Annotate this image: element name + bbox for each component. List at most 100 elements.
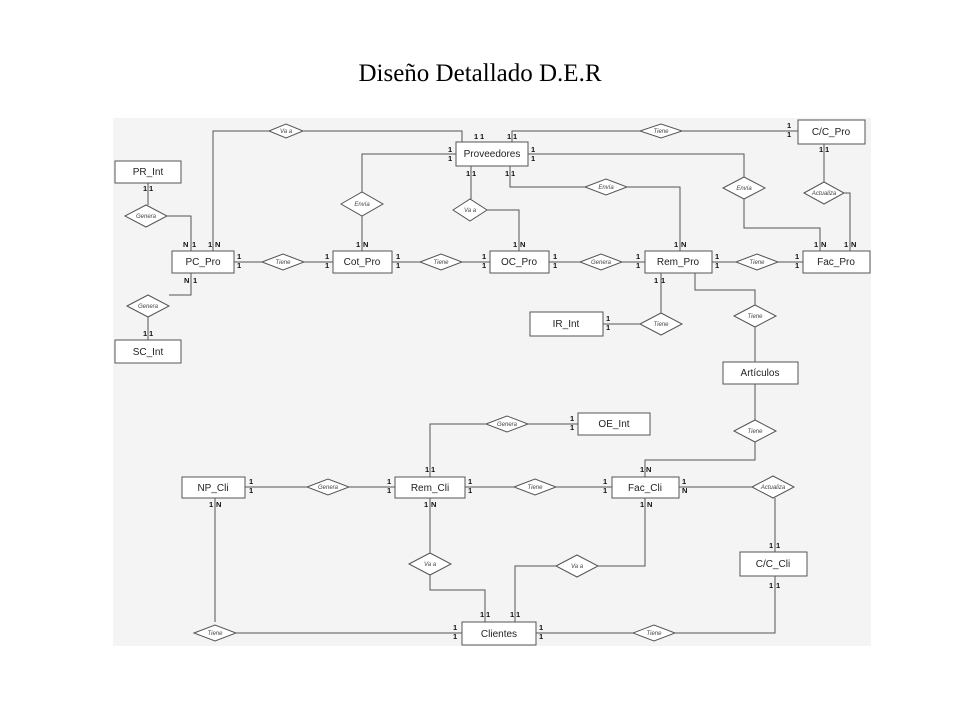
edge-proveedores-envia-cotpro — [361, 153, 456, 192]
rel-label: Va a — [464, 208, 477, 214]
cardinality-label: N — [681, 240, 686, 249]
cardinality-label: 1 — [143, 329, 147, 338]
entity-articulos[interactable]: Artículos — [722, 361, 799, 385]
entity-rem-cli[interactable]: Rem_Cli — [394, 476, 466, 499]
entity-pc-pro[interactable]: PC_Pro — [171, 250, 235, 274]
edge-proveedores-tiene-ccpro — [511, 130, 640, 142]
rel-va-a-faccli[interactable]: Va a — [554, 554, 600, 578]
entity-proveedores[interactable]: Proveedores — [455, 141, 529, 167]
rel-actualiza-cccli[interactable]: Actualiza — [750, 475, 796, 499]
rel-label: Genera — [497, 422, 518, 428]
cardinality-label: 1 — [209, 500, 213, 509]
rel-envia-rempro[interactable]: Envía — [583, 178, 629, 196]
rel-label: Tiene — [276, 260, 292, 266]
entity-cot-pro[interactable]: Cot_Pro — [332, 250, 393, 274]
cardinality-label: 1 — [539, 632, 543, 641]
entity-label: SC_Int — [133, 347, 164, 358]
cardinality-label: 1 — [474, 132, 478, 141]
rel-tiene-pcpro-cotpro[interactable]: Tiene — [260, 253, 306, 271]
rel-genera-npcli[interactable]: Genera — [305, 478, 351, 496]
cardinality-label: 1 — [776, 541, 780, 550]
cardinality-label: 1 — [480, 610, 484, 619]
cardinality-label: 1 — [513, 132, 517, 141]
cardinality-label: 1 — [510, 610, 514, 619]
relationships: Va a Tiene Envía Va a Envía Envía Actual… — [123, 123, 846, 642]
entity-np-cli[interactable]: NP_Cli — [181, 476, 246, 499]
rel-tiene-articulos[interactable]: Tiene — [732, 304, 778, 328]
entity-fac-pro[interactable]: Fac_Pro — [802, 250, 871, 274]
cardinality-label: 1 — [769, 581, 773, 590]
entity-clientes[interactable]: Clientes — [461, 621, 537, 646]
cardinality-label: N — [520, 240, 525, 249]
cardinality-label: 1 — [468, 477, 472, 486]
edge-vaa-clientes-right — [514, 565, 556, 622]
cardinality-label: 1 — [844, 240, 848, 249]
edge-vaa-clientes-left — [429, 575, 486, 622]
entity-cc-cli[interactable]: C/C_Cli — [739, 551, 808, 577]
rel-genera-oeint[interactable]: Genera — [484, 415, 530, 433]
entity-label: Fac_Pro — [817, 257, 855, 268]
entity-label: Cot_Pro — [344, 257, 381, 268]
rel-tiene-cotpro-ocpro[interactable]: Tiene — [418, 253, 464, 271]
cardinality-label: 1 — [715, 252, 719, 261]
entity-pr-int[interactable]: PR_Int — [114, 160, 182, 184]
rel-genera-ocpro-rempro[interactable]: Genera — [578, 253, 624, 271]
rel-label: Genera — [591, 260, 612, 266]
entity-oe-int[interactable]: OE_Int — [577, 412, 651, 436]
rel-tiene-ccpro[interactable]: Tiene — [638, 123, 684, 139]
cardinality-label: 1 — [396, 261, 400, 270]
rel-label: Tiene — [748, 314, 764, 320]
rel-label: Genera — [138, 304, 159, 310]
rel-va-a-ocpro[interactable]: Va a — [452, 198, 488, 222]
rel-label: Tiene — [654, 129, 670, 135]
rel-envia-cotpro[interactable]: Envía — [339, 191, 385, 217]
rel-label: Genera — [136, 214, 157, 220]
cardinality-label: 1 — [636, 252, 640, 261]
cardinality-label: N — [647, 500, 652, 509]
cardinality-label: N — [646, 465, 651, 474]
rel-actualiza-ccpro[interactable]: Actualiza — [802, 181, 846, 205]
edge-proveedores-vaa-pcpro — [303, 130, 463, 142]
entity-label: PR_Int — [133, 167, 164, 178]
rel-va-a-pcpro[interactable]: Va a — [267, 123, 305, 139]
entity-ir-int[interactable]: IR_Int — [529, 311, 604, 337]
rel-envia-facpro[interactable]: Envía — [721, 176, 767, 200]
cardinality-label: 1 — [396, 252, 400, 261]
rel-label: Tiene — [647, 631, 663, 637]
cardinality-label: 1 — [795, 261, 799, 270]
edge-tiene-cccli — [675, 576, 776, 634]
rel-tiene-rempro-facpro[interactable]: Tiene — [734, 253, 780, 271]
rel-label: Envía — [736, 186, 752, 192]
rel-tiene-clientes-cccli[interactable]: Tiene — [631, 624, 677, 642]
cardinality-label: 1 — [661, 276, 665, 285]
rel-genera-scint[interactable]: Genera — [125, 294, 171, 318]
rel-tiene-irint[interactable]: Tiene — [638, 312, 684, 336]
cardinality-label: 1 — [249, 477, 253, 486]
rel-tiene-remcli-faccli[interactable]: Tiene — [512, 478, 558, 496]
entity-fac-cli[interactable]: Fac_Cli — [611, 476, 680, 499]
cardinality-label: 1 — [674, 240, 678, 249]
entity-label: C/C_Pro — [812, 127, 851, 138]
rel-label: Va a — [424, 562, 437, 568]
cardinality-label: 1 — [448, 145, 452, 154]
edge-envia-facpro — [743, 199, 821, 251]
cardinality-label: N — [682, 486, 687, 495]
cardinality-label: 1 — [453, 623, 457, 632]
cardinality-label: 1 — [453, 632, 457, 641]
entity-label: Rem_Pro — [657, 257, 700, 268]
entity-oc-pro[interactable]: OC_Pro — [489, 250, 550, 274]
cardinality-label: 1 — [482, 261, 486, 270]
rel-tiene-npcli-clientes[interactable]: Tiene — [192, 624, 238, 642]
edge-proveedores-envia-facpro — [528, 153, 745, 177]
entity-label: C/C_Cli — [756, 559, 790, 570]
entity-sc-int[interactable]: SC_Int — [114, 339, 182, 364]
rel-tiene-articulos-faccli[interactable]: Tiene — [732, 419, 778, 443]
rel-genera-print[interactable]: Genera — [123, 204, 169, 228]
entity-cc-pro[interactable]: C/C_Pro — [797, 119, 866, 145]
entity-rem-pro[interactable]: Rem_Pro — [644, 250, 713, 274]
rel-label: Envía — [598, 185, 614, 191]
rel-va-a-remcli[interactable]: Va a — [407, 552, 453, 576]
cardinality-label: 1 — [636, 261, 640, 270]
cardinality-label: N — [216, 500, 221, 509]
cardinality-label: 1 — [682, 477, 686, 486]
